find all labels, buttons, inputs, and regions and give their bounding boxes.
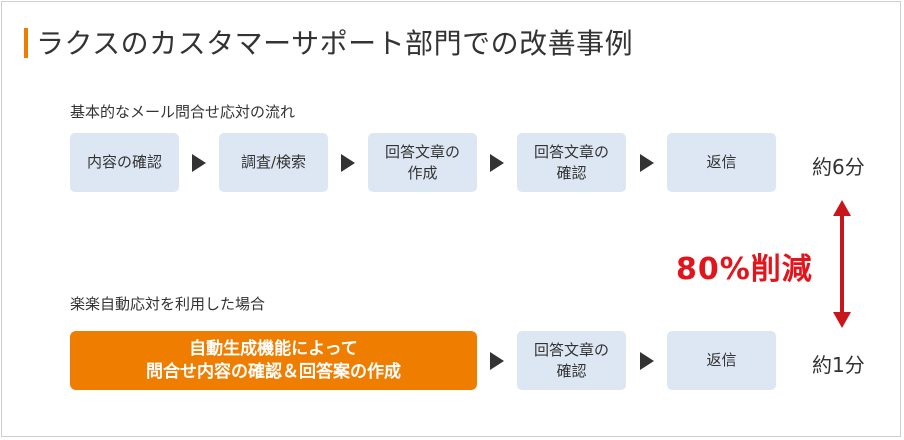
auto-step-check-reply: 回答文章の 確認	[517, 331, 626, 390]
auto-flow-time: 約1分	[812, 353, 865, 377]
basic-flow-time: 約6分	[812, 155, 865, 179]
flow-arrow-icon	[490, 154, 504, 172]
page-title: ラクスのカスタマーサポート部門での改善事例	[36, 27, 634, 60]
auto-flow-label: 楽楽自動応対を利用した場合	[70, 295, 266, 313]
flow-arrow-icon	[640, 154, 654, 172]
auto-step-send: 返信	[667, 331, 776, 390]
basic-step-check-reply: 回答文章の 確認	[517, 133, 626, 192]
basic-flow-label: 基本的なメール問合せ応対の流れ	[70, 103, 296, 121]
flow-arrow-icon	[490, 352, 504, 370]
flow-arrow-icon	[341, 154, 355, 172]
basic-step-confirm-content: 内容の確認	[70, 133, 179, 192]
title-accent-bar	[24, 28, 28, 58]
double-arrow-icon	[833, 200, 851, 328]
basic-step-create-reply: 回答文章の 作成	[368, 133, 477, 192]
basic-step-research: 調査/検索	[219, 133, 328, 192]
flow-arrow-icon	[640, 352, 654, 370]
auto-step-generate: 自動生成機能によって 問合せ内容の確認＆回答案の作成	[70, 331, 477, 390]
flow-arrow-icon	[192, 154, 206, 172]
basic-step-send: 返信	[667, 133, 776, 192]
reduction-label: 80%削減	[676, 252, 813, 287]
